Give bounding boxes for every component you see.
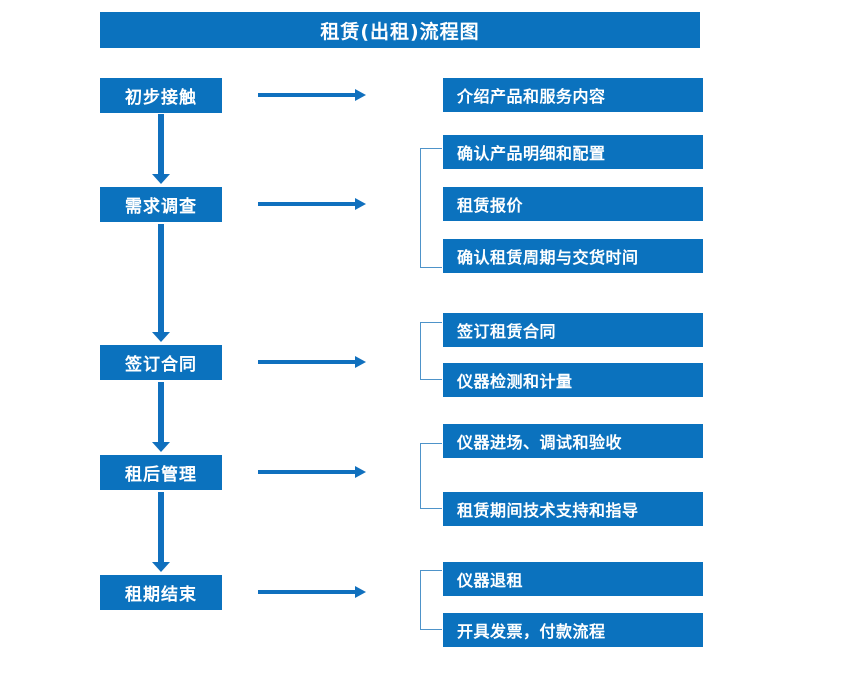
vertical-arrow-management-to-end [152, 492, 170, 572]
detail-box-sign-rental-contract[interactable]: 签订租赁合同 [443, 313, 703, 347]
horizontal-arrow-row-3 [258, 356, 366, 368]
vertical-arrow-contract-to-management [152, 382, 170, 452]
stage-box-sign-contract[interactable]: 签订合同 [100, 345, 222, 380]
detail-box-technical-support[interactable]: 租赁期间技术支持和指导 [443, 492, 703, 526]
detail-box-instrument-entry-commissioning[interactable]: 仪器进场、调试和验收 [443, 424, 703, 458]
stage-box-needs-survey[interactable]: 需求调查 [100, 187, 222, 222]
stage-box-rental-end[interactable]: 租期结束 [100, 575, 222, 610]
detail-box-confirm-rental-period[interactable]: 确认租赁周期与交货时间 [443, 239, 703, 273]
detail-box-introduce-products[interactable]: 介绍产品和服务内容 [443, 78, 703, 112]
group-bracket-rental-end [420, 570, 442, 630]
stage-box-initial-contact[interactable]: 初步接触 [100, 78, 222, 113]
detail-box-rental-quotation[interactable]: 租赁报价 [443, 187, 703, 221]
flowchart-title: 租赁(出租)流程图 [100, 12, 700, 48]
group-bracket-needs-survey [420, 148, 442, 268]
group-bracket-sign-contract [420, 322, 442, 380]
detail-box-invoice-payment[interactable]: 开具发票，付款流程 [443, 613, 703, 647]
horizontal-arrow-row-4 [258, 466, 366, 478]
stage-box-post-rental-management[interactable]: 租后管理 [100, 455, 222, 490]
horizontal-arrow-row-5 [258, 586, 366, 598]
detail-box-instrument-inspection[interactable]: 仪器检测和计量 [443, 363, 703, 397]
horizontal-arrow-row-1 [258, 89, 366, 101]
vertical-arrow-survey-to-contract [152, 224, 170, 342]
vertical-arrow-initial-to-survey [152, 114, 170, 184]
detail-box-instrument-return[interactable]: 仪器退租 [443, 562, 703, 596]
group-bracket-post-rental-management [420, 443, 442, 509]
horizontal-arrow-row-2 [258, 198, 366, 210]
detail-box-confirm-product-details[interactable]: 确认产品明细和配置 [443, 135, 703, 169]
